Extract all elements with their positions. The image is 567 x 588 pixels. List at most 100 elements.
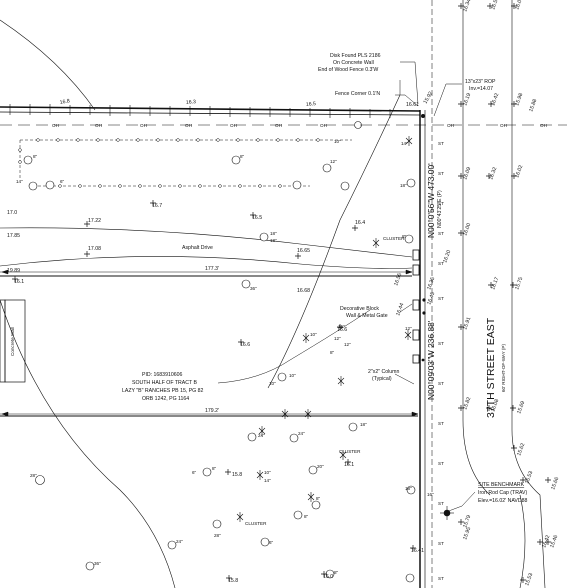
svg-text:16.44: 16.44: [395, 302, 405, 316]
svg-text:10": 10": [289, 373, 296, 378]
decorative-block-note: Decorative Block Wall & Metal Gate: [340, 306, 388, 319]
svg-text:Inv.=14.07: Inv.=14.07: [469, 86, 493, 92]
svg-text:8": 8": [334, 570, 339, 575]
svg-text:15.8: 15.8: [232, 472, 242, 478]
svg-text:36": 36": [250, 286, 257, 291]
svg-text:ST: ST: [438, 501, 444, 506]
svg-text:15.92: 15.92: [423, 91, 435, 105]
svg-text:17.85: 17.85: [7, 233, 20, 239]
north-property-line: [0, 104, 421, 118]
svg-text:16.00: 16.00: [462, 222, 472, 236]
palm-tree-icon: [404, 330, 412, 340]
svg-text:16.0: 16.0: [323, 574, 333, 580]
oak-tree-icon: [311, 500, 321, 510]
svg-text:15.46: 15.46: [549, 534, 559, 548]
svg-text:10": 10": [264, 470, 271, 475]
palm-tree-icon: [304, 409, 312, 419]
svg-text:OH: OH: [185, 123, 192, 128]
palm-tree-icon: [307, 492, 315, 502]
bearing-north: N00°0'56"W 473.00': [426, 163, 436, 238]
canopy-trees: [23, 155, 416, 583]
svg-text:Disk Found PLS 2186: Disk Found PLS 2186: [330, 53, 381, 59]
svg-text:16.35: 16.35: [426, 276, 436, 290]
svg-text:18": 18": [405, 486, 412, 491]
svg-text:18": 18": [270, 231, 277, 236]
svg-text:6": 6": [192, 470, 197, 475]
svg-text:Wall & Metal Gate: Wall & Metal Gate: [346, 313, 388, 319]
svg-text:15.53: 15.53: [524, 572, 534, 586]
palm-tree-icon: [302, 333, 310, 343]
svg-text:16.4: 16.4: [355, 220, 365, 226]
benchmark-note: SITE BENCHMARK Iron Rod Cap (TRAV) Elev.…: [478, 482, 528, 504]
svg-text:16.52: 16.52: [490, 0, 500, 11]
concrete-wall: [0, 299, 26, 383]
svg-text:8": 8": [212, 466, 217, 471]
oak-tree-icon: [247, 432, 257, 442]
svg-text:16.1: 16.1: [14, 279, 24, 285]
svg-text:SITE BENCHMARK: SITE BENCHMARK: [478, 482, 525, 488]
svg-text:CLUSTER: CLUSTER: [245, 521, 267, 526]
svg-text:ST: ST: [438, 231, 444, 236]
svg-text:2"x2" Column: 2"x2" Column: [368, 369, 399, 375]
oak-tree-icon: [406, 178, 416, 188]
svg-text:16.7: 16.7: [152, 203, 162, 209]
svg-text:OH: OH: [140, 123, 147, 128]
svg-text:15.91: 15.91: [462, 316, 472, 330]
oak-tree-icon: [405, 573, 415, 583]
svg-text:16.42: 16.42: [490, 92, 500, 106]
svg-text:14": 14": [401, 141, 408, 146]
spot-marks: [421, 114, 426, 362]
svg-text:16.5: 16.5: [252, 215, 262, 221]
svg-text:(Typical): (Typical): [372, 376, 392, 382]
svg-text:16.65: 16.65: [297, 248, 310, 254]
svg-text:15.79: 15.79: [462, 514, 472, 528]
svg-text:15.8: 15.8: [228, 578, 238, 584]
svg-text:15.62: 15.62: [516, 442, 526, 456]
distance-lower: 179.2': [205, 408, 219, 414]
oak-tree-icon: [404, 234, 414, 244]
svg-text:15.98: 15.98: [514, 92, 524, 106]
svg-text:OH: OH: [447, 123, 454, 128]
oak-tree-icon: [308, 465, 318, 475]
oak-tree-icon: [406, 485, 416, 495]
svg-text:18": 18": [360, 422, 367, 427]
svg-text:16.42: 16.42: [541, 534, 551, 548]
svg-text:ST: ST: [438, 461, 444, 466]
oak-tree-icon: [45, 180, 55, 190]
svg-text:8": 8": [402, 234, 407, 239]
rop-note: 13"x23" ROP Inv.=14.07: [465, 79, 496, 92]
svg-text:36": 36": [94, 561, 101, 566]
fence-corner-note: Fence Corner 0.1'N: [335, 91, 380, 97]
svg-text:10": 10": [310, 332, 317, 337]
svg-text:12": 12": [334, 336, 341, 341]
palm-tree-icon: [337, 376, 345, 386]
oak-tree-icon: [277, 372, 287, 382]
oak-tree-icon: [28, 181, 38, 191]
svg-text:15.69: 15.69: [516, 400, 526, 414]
oak-tree-icon: [292, 180, 302, 190]
svg-text:17.08: 17.08: [88, 246, 101, 252]
svg-text:12": 12": [405, 326, 412, 331]
street-name: 37TH STREET EAST: [485, 317, 497, 418]
svg-text:15": 15": [338, 324, 345, 329]
svg-text:14": 14": [16, 179, 23, 184]
leader-lines: [217, 61, 476, 513]
svg-text:18": 18": [400, 183, 407, 188]
svg-text:18": 18": [270, 238, 277, 243]
wood-fence: [18, 138, 352, 188]
svg-text:13"x23" ROP: 13"x23" ROP: [465, 79, 496, 85]
tree-size-labels: 8" 14" 6" 8" 12" 10" 14" 18" 18" 18" 36"…: [16, 139, 434, 575]
street-light-line-labels: ST ST ST ST ST ST ST ST ST ST ST ST ST: [438, 141, 444, 581]
palm-tree-icon: [281, 409, 289, 419]
svg-text:16.8: 16.8: [59, 98, 70, 106]
svg-text:CLUSTER: CLUSTER: [383, 236, 405, 241]
decorative-wall: [412, 249, 420, 364]
svg-text:16.32: 16.32: [488, 166, 498, 180]
svg-text:16.19: 16.19: [462, 92, 472, 106]
oak-tree-icon: [293, 510, 303, 520]
svg-text:8": 8": [240, 154, 245, 159]
oak-tree-icon: [348, 422, 358, 432]
svg-text:OH: OH: [500, 123, 507, 128]
svg-text:8": 8": [330, 350, 335, 355]
